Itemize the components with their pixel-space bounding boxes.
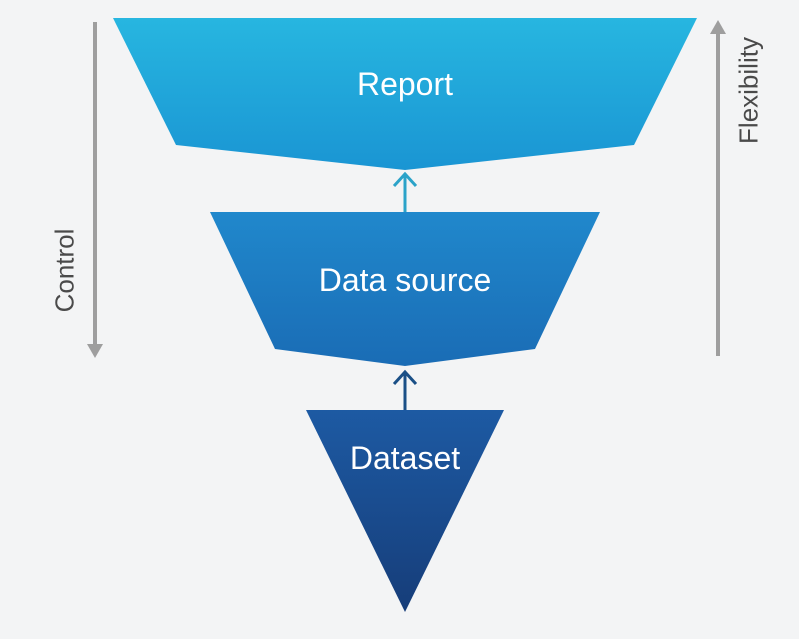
dataset-tier-shape <box>306 410 504 612</box>
report-tier-shape <box>113 18 697 170</box>
control-axis-label: Control <box>49 228 80 313</box>
control-axis-arrow <box>87 22 103 358</box>
dataset-label: Dataset <box>349 440 461 476</box>
report-label: Report <box>356 66 454 102</box>
flexibility-axis-arrow <box>710 20 726 356</box>
dataset-to-source-arrow <box>392 369 418 410</box>
data-source-tier-shape <box>210 212 600 366</box>
flexibility-axis-label: Flexibility <box>733 37 764 144</box>
source-to-report-arrow <box>392 171 418 212</box>
data-source-label: Data source <box>318 262 492 298</box>
